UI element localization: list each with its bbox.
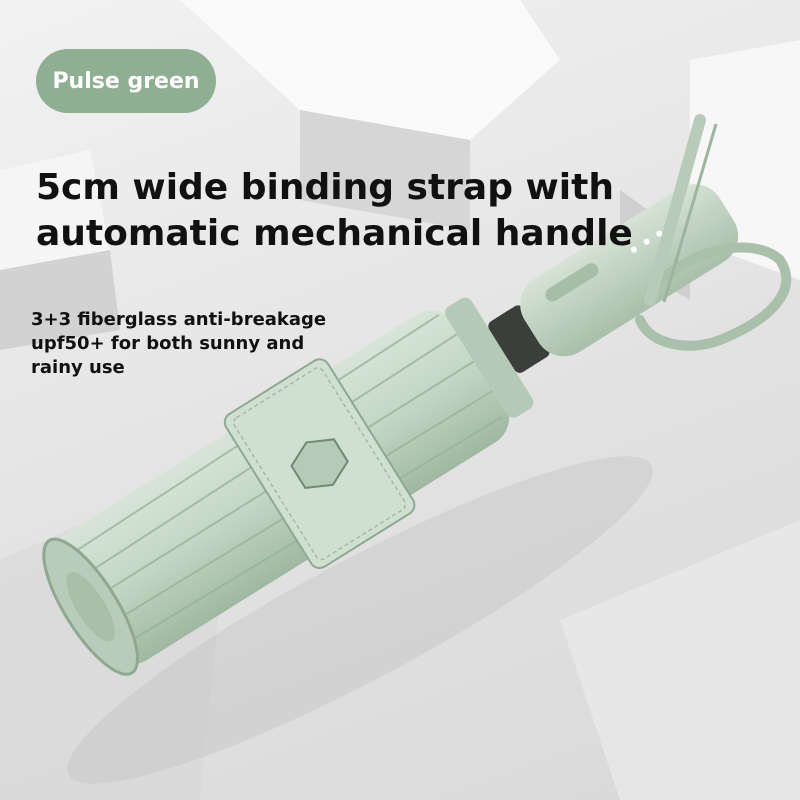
umbrella-body [42, 184, 739, 676]
headline-line-1: 5cm wide binding strap with [36, 167, 614, 208]
headline: 5cm wide binding strap with automatic me… [36, 165, 736, 257]
wrist-strap [635, 114, 792, 351]
feature-list: 3+3 fiberglass anti-breakage upf50+ for … [31, 308, 411, 380]
feature-line-1: 3+3 fiberglass anti-breakage [31, 309, 327, 330]
feature-line-3: rainy use [31, 357, 125, 378]
feature-line-2: upf50+ for both sunny and [31, 333, 305, 354]
color-badge: Pulse green [36, 49, 216, 113]
headline-line-2: automatic mechanical handle [36, 213, 633, 254]
